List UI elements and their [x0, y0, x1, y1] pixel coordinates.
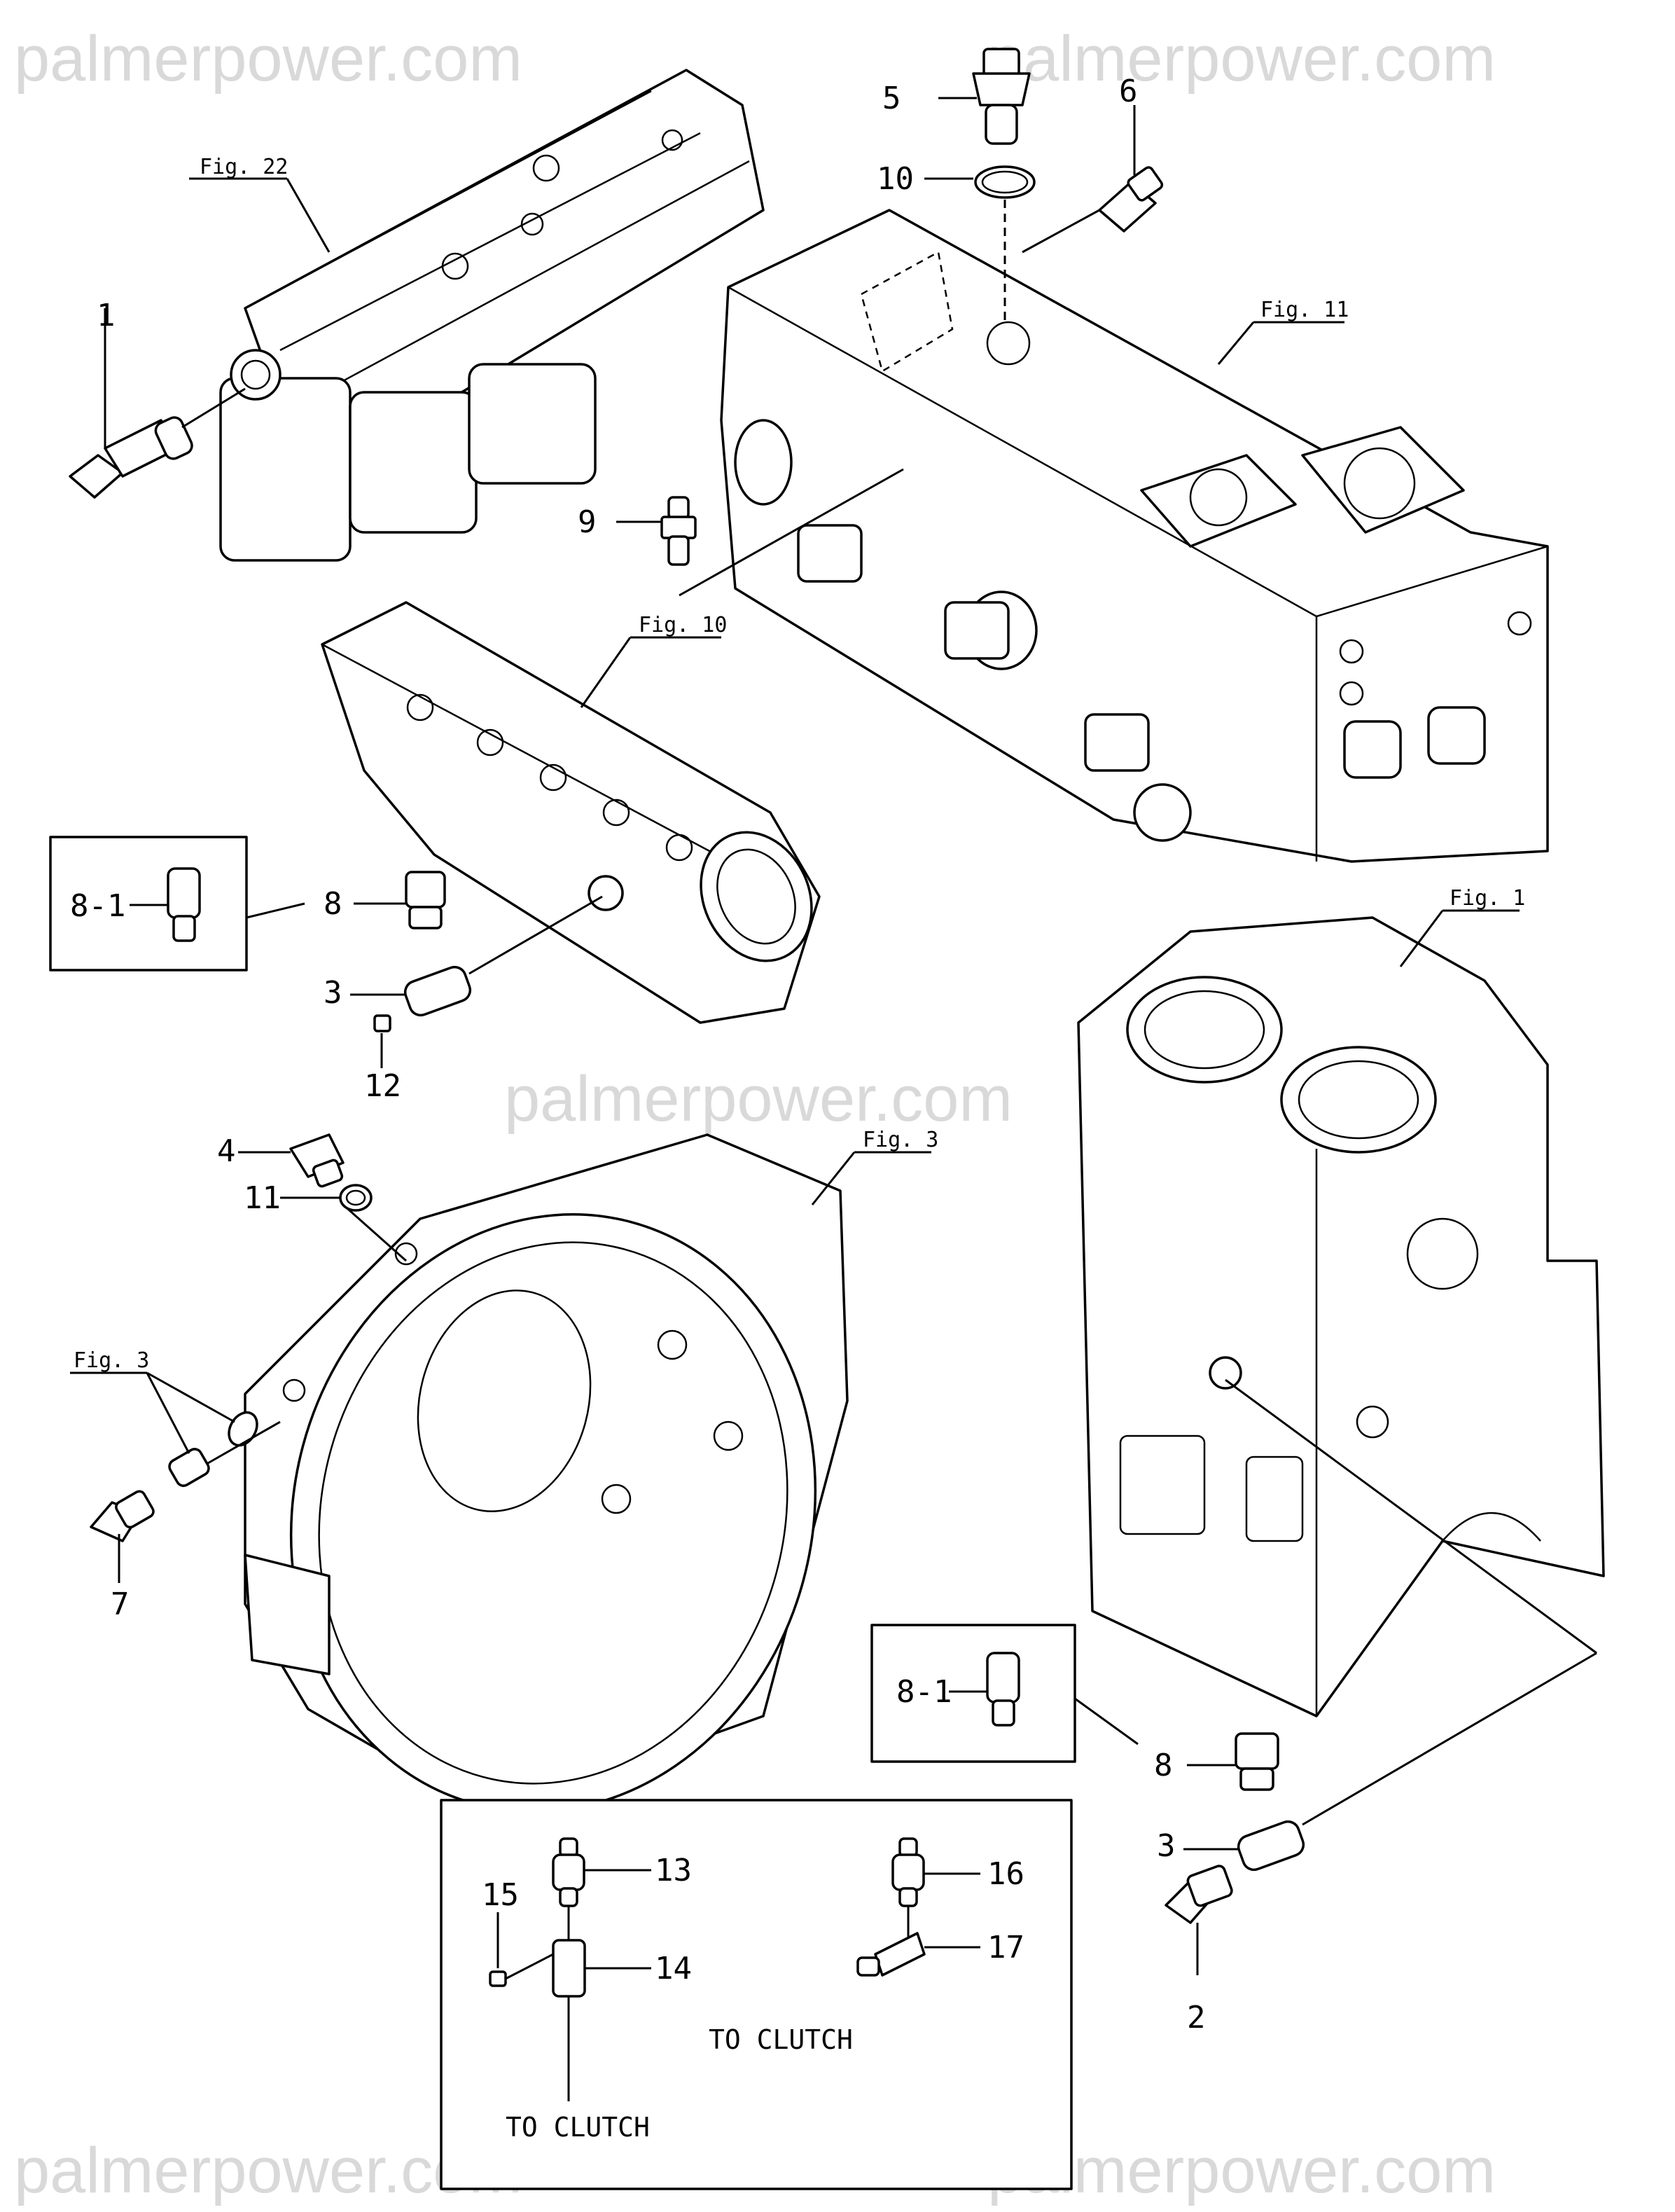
- callout-6: 6: [1119, 74, 1138, 109]
- callout-3-left: 3: [324, 975, 342, 1011]
- fig10-label: Fig. 10: [639, 613, 727, 637]
- part-9-sender: [616, 468, 904, 597]
- callout-11: 11: [244, 1180, 281, 1216]
- part-12-plug: [373, 1014, 391, 1068]
- manifold: [321, 601, 821, 1024]
- callout-3-right: 3: [1157, 1828, 1176, 1864]
- callout-8-right: 8: [1154, 1748, 1173, 1783]
- part-11-o-ring: [280, 1184, 373, 1212]
- part-3-adapter-right: [1183, 1378, 1597, 1872]
- callout-15: 15: [482, 1877, 519, 1913]
- callout-8-left: 8: [324, 886, 342, 922]
- callout-5: 5: [882, 81, 901, 116]
- part-8-switch-right: [1187, 1732, 1279, 1791]
- callout-10: 10: [877, 161, 914, 197]
- watermark-bottom-left: palmerpower.com: [14, 2135, 522, 2206]
- part-8-1-box-right: [870, 1624, 1139, 1763]
- fig3-left-label: Fig. 3: [74, 1348, 149, 1373]
- part-6-sender: [1022, 105, 1164, 254]
- callout-2: 2: [1187, 2000, 1206, 2035]
- callout-9: 9: [578, 504, 597, 540]
- flywheel-housing: [244, 1133, 849, 1816]
- watermark-top-left: palmerpower.com: [14, 23, 522, 95]
- engine-block: [1077, 916, 1605, 1717]
- watermark-top-right: palmerpower.com: [987, 23, 1496, 95]
- callout-8-1-left: 8-1: [70, 888, 125, 924]
- watermark-center: palmerpower.com: [504, 1063, 1013, 1135]
- part-callouts: 1 2 3 3 4 5 6 7 8 8 8-1 8-1 9 10 11 12 1…: [70, 74, 1206, 2035]
- part-8-1-box-left: [49, 836, 305, 972]
- callout-7: 7: [111, 1587, 130, 1622]
- part-10-o-ring: [924, 165, 1036, 322]
- callout-16: 16: [987, 1856, 1024, 1892]
- cylinder-head: [720, 209, 1549, 863]
- clutch-notes: TO CLUTCH TO CLUTCH: [506, 2024, 853, 2143]
- part-4-switch: [238, 1133, 407, 1262]
- to-clutch-right: TO CLUTCH: [709, 2024, 853, 2055]
- to-clutch-left: TO CLUTCH: [506, 2112, 650, 2143]
- callout-14: 14: [655, 1951, 692, 1986]
- part-3-adapter-left: [350, 895, 603, 1017]
- callout-13: 13: [655, 1853, 692, 1888]
- part-8-switch-left: [354, 871, 446, 929]
- fig11-label: Fig. 11: [1260, 298, 1349, 322]
- figure-ref-leaders: [189, 177, 1520, 1205]
- callout-12: 12: [364, 1068, 401, 1104]
- part-7-sender: [70, 1371, 281, 1583]
- part-5-sensor: [938, 48, 1031, 145]
- figure-references: Fig. 22 Fig. 11 Fig. 10 Fig. 1 Fig. 3 Fi…: [74, 155, 1525, 1373]
- fig22-label: Fig. 22: [200, 155, 288, 179]
- fig1-label: Fig. 1: [1450, 886, 1525, 911]
- fig3-center-label: Fig. 3: [863, 1128, 938, 1152]
- clutch-detail-box: [440, 1799, 1073, 2190]
- callout-17: 17: [987, 1930, 1024, 1965]
- callout-8-1-right: 8-1: [896, 1674, 952, 1710]
- fuel-filter-assembly: [219, 69, 765, 562]
- callout-4: 4: [217, 1133, 236, 1169]
- callout-1: 1: [97, 298, 116, 333]
- part-2-sender: [1165, 1865, 1233, 1975]
- part-1-sensor: [69, 308, 246, 499]
